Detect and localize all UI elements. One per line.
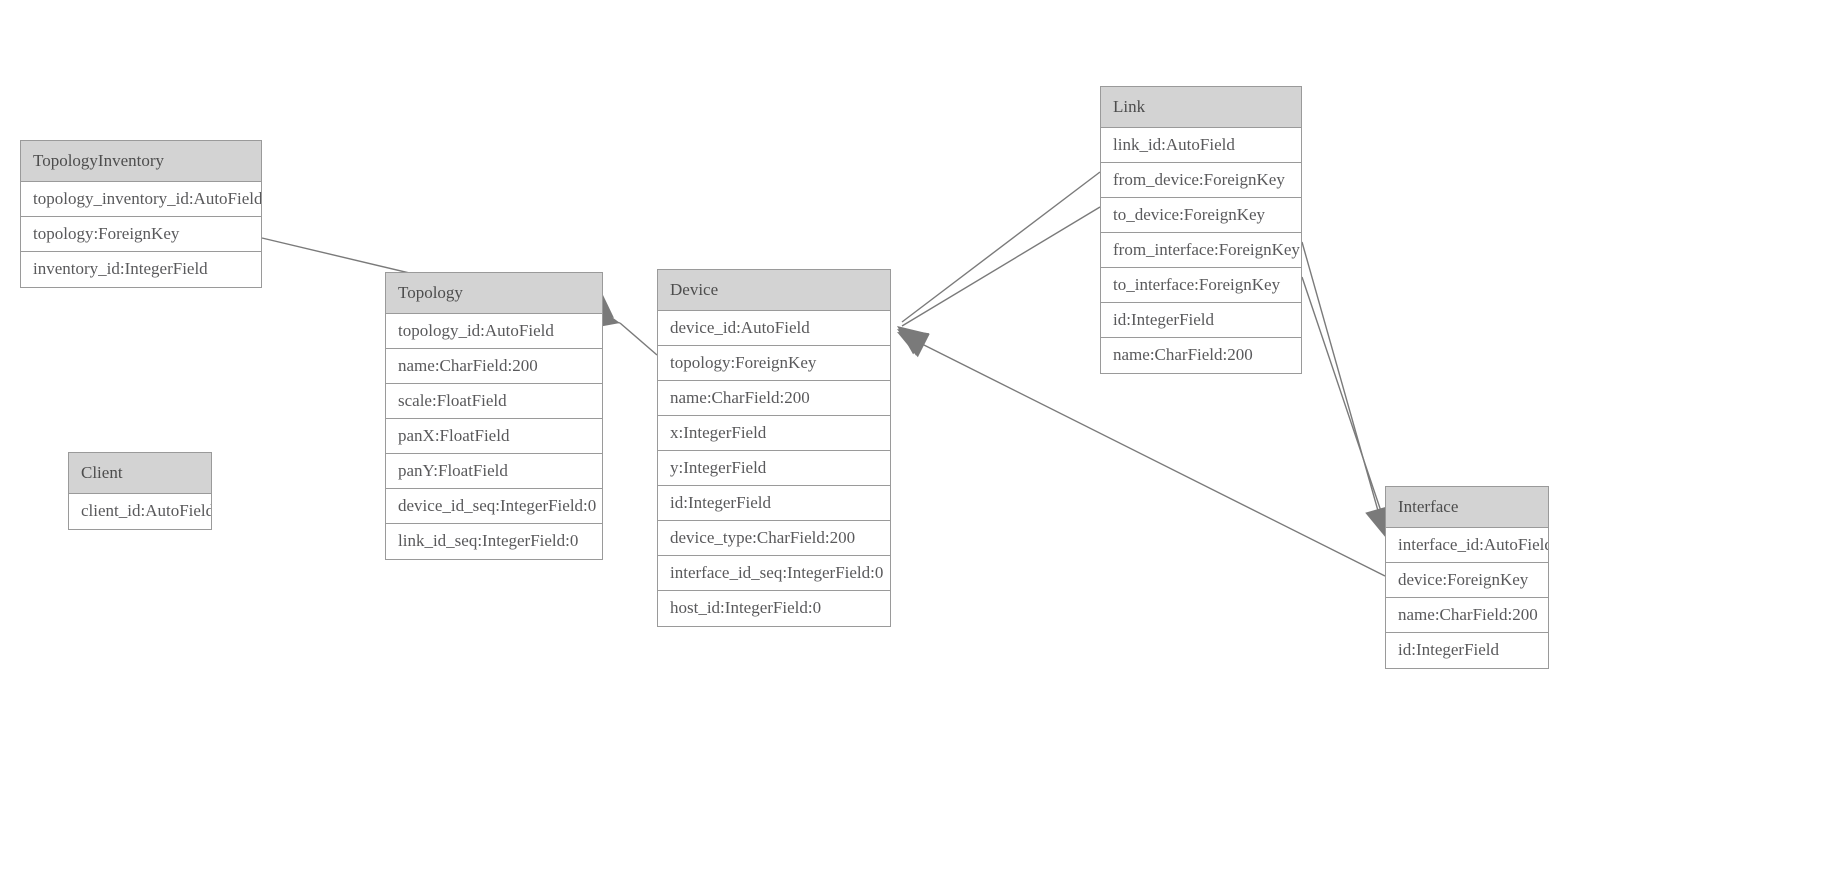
entity-title-link: Link bbox=[1101, 87, 1301, 128]
entity-field: client_id:AutoField bbox=[69, 494, 211, 529]
entity-title-topologyinventory: TopologyInventory bbox=[21, 141, 261, 182]
entity-field: device:ForeignKey bbox=[1386, 563, 1548, 598]
entity-field: x:IntegerField bbox=[658, 416, 890, 451]
entity-field: inventory_id:IntegerField bbox=[21, 252, 261, 287]
relationship-arrowhead bbox=[897, 326, 929, 355]
entity-field: topology_inventory_id:AutoField bbox=[21, 182, 261, 217]
entity-title-client: Client bbox=[69, 453, 211, 494]
entity-field: interface_id_seq:IntegerField:0 bbox=[658, 556, 890, 591]
entity-field: panY:FloatField bbox=[386, 454, 602, 489]
entity-field: device_type:CharField:200 bbox=[658, 521, 890, 556]
entity-field: name:CharField:200 bbox=[386, 349, 602, 384]
relationship-arrowhead bbox=[897, 332, 930, 358]
entity-field: name:CharField:200 bbox=[658, 381, 890, 416]
entity-field: to_interface:ForeignKey bbox=[1101, 268, 1301, 303]
entity-field: topology:ForeignKey bbox=[658, 346, 890, 381]
entity-field: link_id:AutoField bbox=[1101, 128, 1301, 163]
entity-field: name:CharField:200 bbox=[1386, 598, 1548, 633]
entity-field: topology:ForeignKey bbox=[21, 217, 261, 252]
entity-field: name:CharField:200 bbox=[1101, 338, 1301, 373]
entity-field: id:IntegerField bbox=[658, 486, 890, 521]
relationship-line bbox=[901, 171, 1101, 323]
relationship-line bbox=[1301, 276, 1389, 533]
entity-field: to_device:ForeignKey bbox=[1101, 198, 1301, 233]
relationship-line bbox=[1301, 241, 1385, 533]
entity-field: interface_id:AutoField bbox=[1386, 528, 1548, 563]
entity-field: host_id:IntegerField:0 bbox=[658, 591, 890, 626]
entity-title-topology: Topology bbox=[386, 273, 602, 314]
entity-field: scale:FloatField bbox=[386, 384, 602, 419]
entity-field: y:IntegerField bbox=[658, 451, 890, 486]
entity-field: from_interface:ForeignKey bbox=[1101, 233, 1301, 268]
entity-field: topology_id:AutoField bbox=[386, 314, 602, 349]
relationship-link-from-device bbox=[897, 171, 1101, 355]
entity-title-device: Device bbox=[658, 270, 890, 311]
relationship-arrowhead bbox=[897, 329, 930, 356]
entity-field: id:IntegerField bbox=[1386, 633, 1548, 668]
entity-title-interface: Interface bbox=[1386, 487, 1548, 528]
entity-field: id:IntegerField bbox=[1101, 303, 1301, 338]
entity-field: link_id_seq:IntegerField:0 bbox=[386, 524, 602, 559]
entity-field: device_id_seq:IntegerField:0 bbox=[386, 489, 602, 524]
relationship-line bbox=[901, 206, 1101, 327]
entity-field: from_device:ForeignKey bbox=[1101, 163, 1301, 198]
relationship-link-to-device bbox=[897, 206, 1101, 356]
relationship-line bbox=[619, 322, 658, 356]
entity-field: device_id:AutoField bbox=[658, 311, 890, 346]
entity-field: panX:FloatField bbox=[386, 419, 602, 454]
